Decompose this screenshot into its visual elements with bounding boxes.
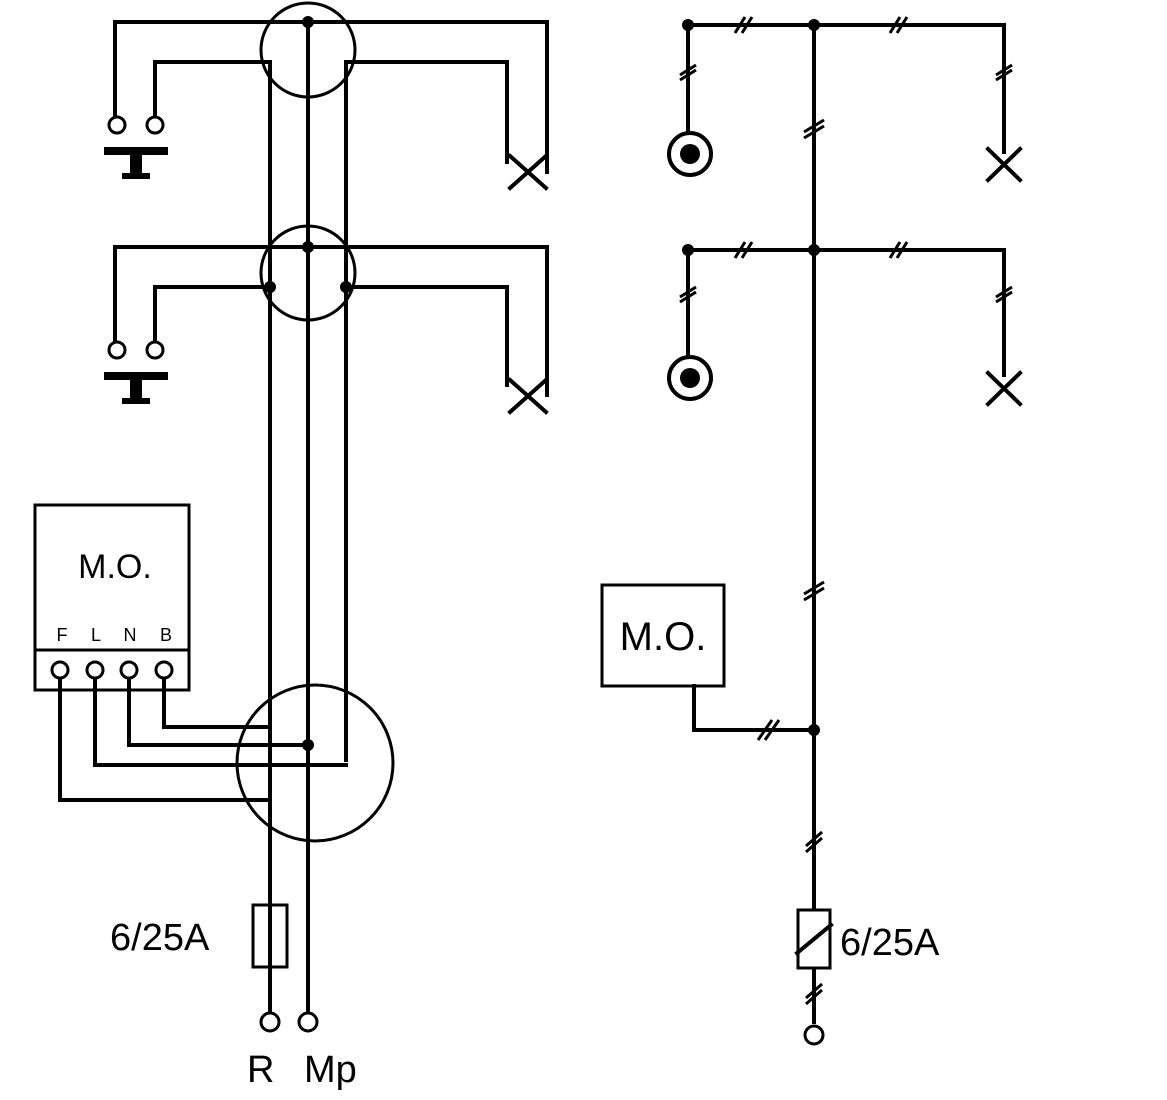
junction-node (808, 724, 820, 736)
junction-node (808, 244, 820, 256)
wire-jb2-socket-neutral (113, 245, 310, 345)
junction-node (302, 739, 314, 751)
wire-jb2-socket-phase (153, 285, 272, 345)
junction-box-1 (259, 1, 357, 99)
conductor-tick (679, 285, 697, 304)
single-line-wiring-diagram: M.O. 6/25A (600, 16, 1023, 1046)
wire-jb2-lamp-b (344, 285, 509, 387)
conductor-tick (888, 241, 909, 259)
meter-terminal-b (154, 660, 174, 680)
conductor-tick (679, 63, 697, 82)
meter-wire-f (58, 668, 272, 802)
meter-terminal-label: N (124, 625, 137, 645)
distribution-junction-box (235, 683, 395, 843)
junction-node (682, 19, 694, 31)
wire-jb1-socket-neutral (113, 20, 310, 120)
conductor-tick (995, 285, 1013, 304)
supply-terminal-phase (259, 1011, 281, 1033)
wire-jb2-lamp-a (306, 245, 549, 397)
fuse-rating-left: 6/25A (110, 917, 210, 959)
meter-box-label: M.O. (620, 615, 707, 659)
meter-terminal-label: F (57, 625, 68, 645)
wire-jb1-socket-phase (153, 60, 272, 120)
lamp-point-2 (507, 377, 549, 415)
conductor-tick (733, 16, 754, 34)
junction-node (302, 241, 314, 253)
meter-terminal-label: L (91, 625, 101, 645)
junction-box-2 (259, 224, 357, 322)
meter-tap-line (692, 684, 816, 732)
lamp-symbol-2 (985, 370, 1023, 407)
conductor-tick (995, 63, 1013, 82)
conductor-tick (803, 580, 825, 602)
wire-jb1-lamp-a (306, 20, 549, 174)
socket-outlet-1 (104, 115, 168, 179)
supply-label-neutral: Mp (304, 1049, 357, 1091)
meter-wire-b (162, 668, 272, 729)
junction-node (302, 16, 314, 28)
branch-2-line (686, 248, 1006, 377)
junction-node (808, 19, 820, 31)
conductor-tick (733, 241, 754, 259)
socket-symbol-2 (667, 355, 713, 401)
supply-terminal-neutral (297, 1011, 319, 1033)
meter-terminal-label: B (160, 625, 172, 645)
supply-terminal-right (803, 1024, 825, 1046)
meter-box-left: M.O. F L N B (33, 503, 191, 692)
wire-jb1-lamp-b (344, 60, 509, 164)
supply-label-phase: R (247, 1049, 274, 1091)
conductor-ticks (679, 16, 1013, 1006)
conductor-tick (805, 830, 823, 854)
meter-terminal-l (85, 660, 105, 680)
junction-node (264, 281, 276, 293)
fuse-right-slash (794, 922, 834, 956)
meter-terminal-f (50, 660, 70, 680)
meter-wire-l (93, 668, 348, 767)
branch-1-line (686, 23, 1006, 154)
assembly-wiring-diagram: M.O. F L N B 6/25A R Mp (33, 1, 549, 1091)
meter-box-label: M.O. (78, 548, 152, 586)
socket-outlet-2 (104, 340, 168, 404)
conductor-tick (888, 16, 909, 34)
socket-symbol-1 (667, 131, 713, 177)
conductor-tick (803, 118, 825, 140)
lamp-point-1 (507, 153, 549, 191)
junction-node (340, 281, 352, 293)
junction-node (682, 244, 694, 256)
lamp-symbol-1 (985, 146, 1023, 183)
meter-terminal-n (119, 660, 139, 680)
meter-box-right: M.O. (600, 583, 726, 688)
fuse-rating-right: 6/25A (840, 922, 940, 964)
conductor-tick (805, 982, 823, 1006)
meter-wire-n (127, 668, 310, 747)
